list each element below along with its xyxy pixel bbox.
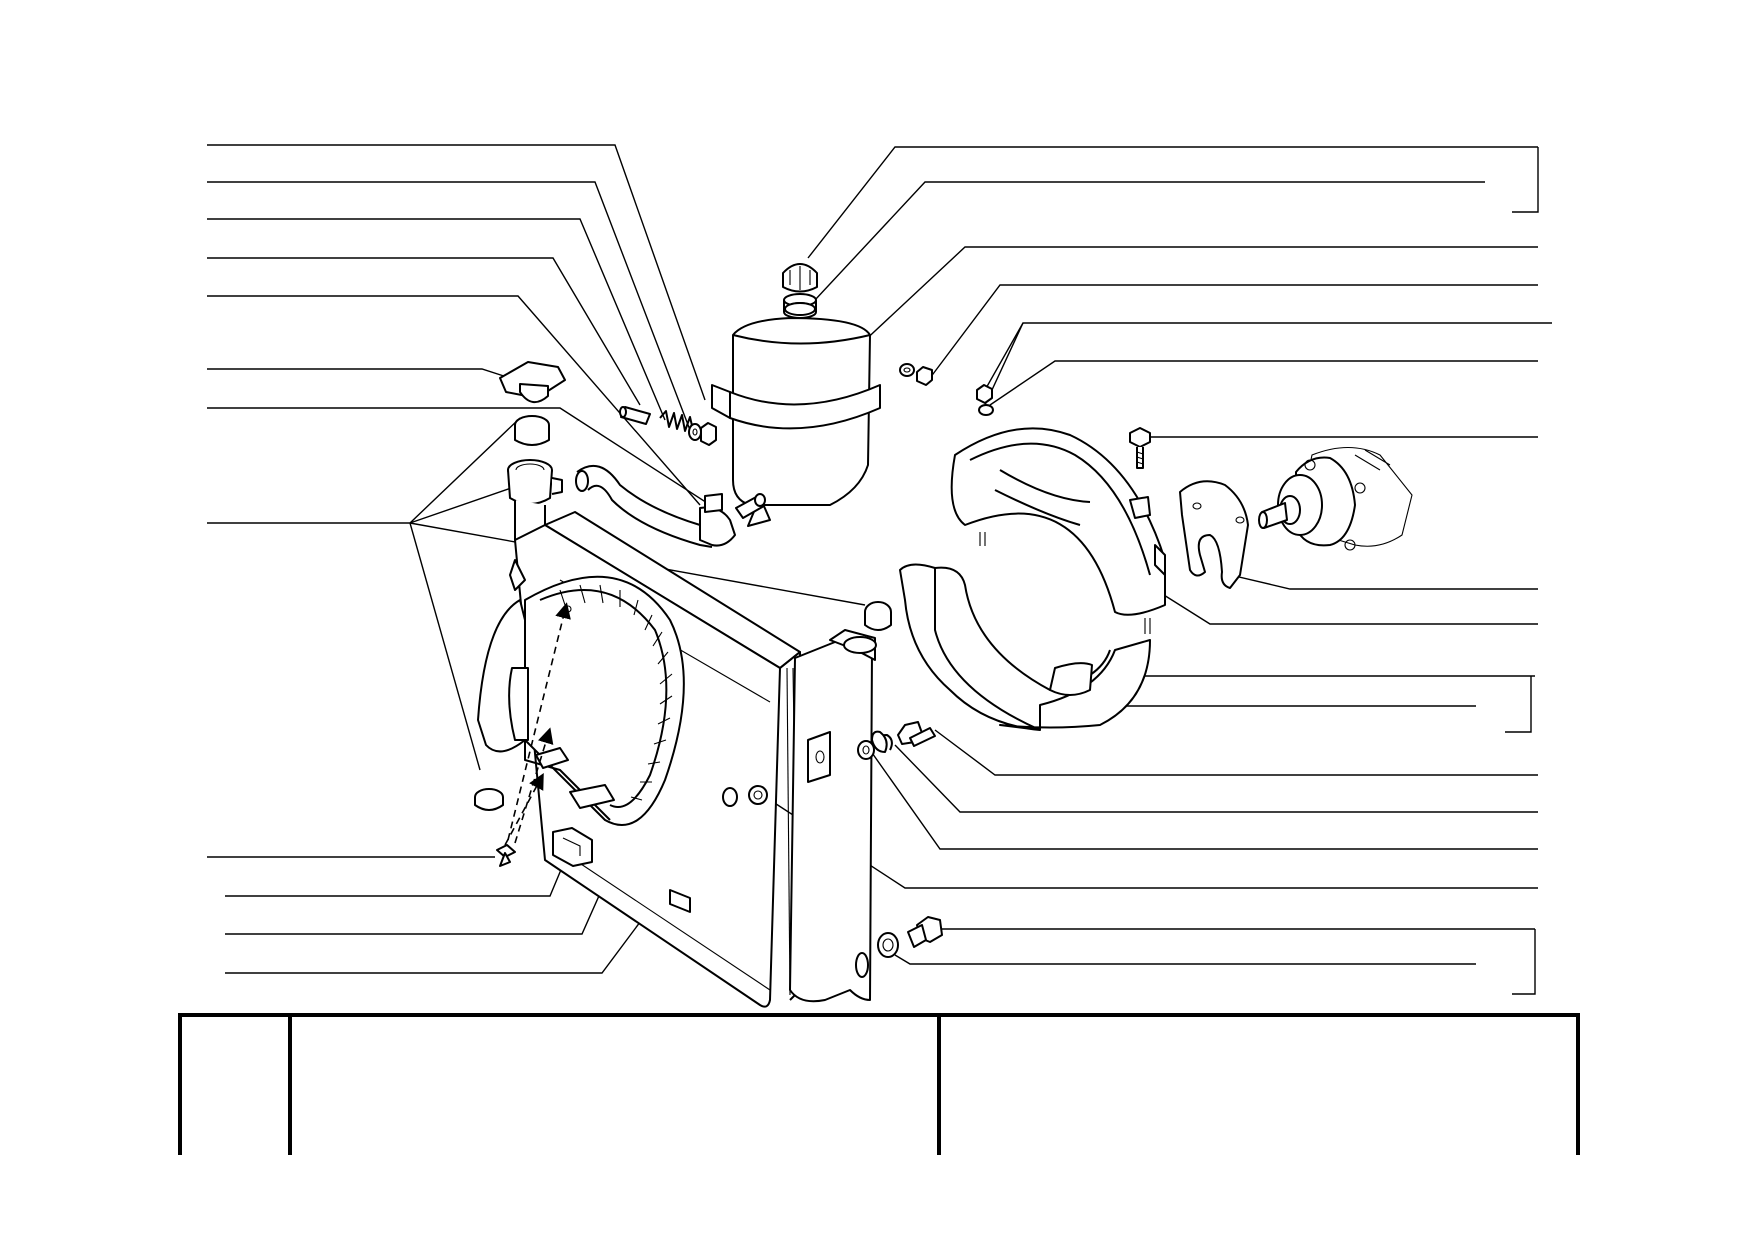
stud bbox=[979, 532, 1151, 634]
callout-leader bbox=[207, 368, 511, 379]
fitting-pin bbox=[619, 406, 651, 425]
mounting-arrows bbox=[504, 602, 571, 846]
small-screw bbox=[496, 844, 516, 867]
title-block bbox=[178, 1013, 1580, 1155]
bracket bbox=[1512, 929, 1536, 995]
expansion-tank bbox=[711, 317, 881, 527]
bracket-clip bbox=[552, 827, 593, 867]
callout-leader bbox=[1147, 584, 1538, 625]
callout-leader bbox=[207, 144, 706, 401]
belt-guard-upper bbox=[950, 427, 1166, 616]
radiator-cap bbox=[499, 361, 566, 403]
hex-bolt bbox=[897, 721, 936, 747]
callout-leader bbox=[207, 417, 521, 524]
plug bbox=[474, 788, 504, 811]
nut bbox=[700, 422, 717, 446]
bracket bbox=[1512, 147, 1539, 213]
callout-leader bbox=[207, 407, 719, 511]
bolt bbox=[1129, 427, 1151, 469]
callout-leader bbox=[859, 246, 1538, 346]
bracket bbox=[1505, 676, 1532, 733]
shield-plate bbox=[1179, 480, 1249, 589]
callout-leader bbox=[894, 744, 1538, 813]
callout-leader bbox=[409, 484, 521, 524]
tank-cap-seal bbox=[784, 302, 816, 316]
callout-leader bbox=[869, 749, 1538, 850]
belt-guard-lower bbox=[899, 563, 1151, 731]
callout-leader bbox=[807, 146, 1538, 259]
spring bbox=[659, 410, 694, 432]
callout-leader bbox=[814, 181, 1485, 301]
callout-leader bbox=[207, 181, 691, 431]
callout-leader bbox=[225, 852, 569, 897]
callout-leader bbox=[984, 322, 1552, 391]
callout-leader bbox=[207, 295, 701, 506]
mounting-rubber bbox=[722, 785, 768, 807]
flat-washer bbox=[857, 740, 875, 760]
lock-washer bbox=[871, 730, 893, 753]
callout-leader bbox=[207, 257, 641, 406]
coolant-hose bbox=[575, 464, 719, 548]
callout-leader bbox=[934, 729, 1538, 776]
drain-washer bbox=[877, 932, 899, 958]
water-pump bbox=[1258, 447, 1413, 551]
callout-leader bbox=[409, 522, 481, 771]
callout-leader bbox=[207, 218, 666, 421]
drain-plug-cap bbox=[864, 601, 892, 631]
callout-leader bbox=[769, 799, 1538, 889]
nut-washer bbox=[976, 384, 994, 416]
callout-leader bbox=[929, 284, 1538, 379]
fan-shroud bbox=[477, 575, 685, 826]
callout-leader bbox=[1221, 572, 1538, 590]
cap-seal bbox=[514, 415, 550, 446]
right-callout-leaders bbox=[769, 146, 1552, 995]
nut-pair bbox=[899, 363, 933, 386]
callout-leader bbox=[989, 360, 1538, 406]
callout-leader bbox=[894, 954, 1476, 965]
drain-plug bbox=[907, 916, 943, 948]
washer bbox=[688, 423, 702, 441]
hose-clamp bbox=[699, 493, 766, 547]
